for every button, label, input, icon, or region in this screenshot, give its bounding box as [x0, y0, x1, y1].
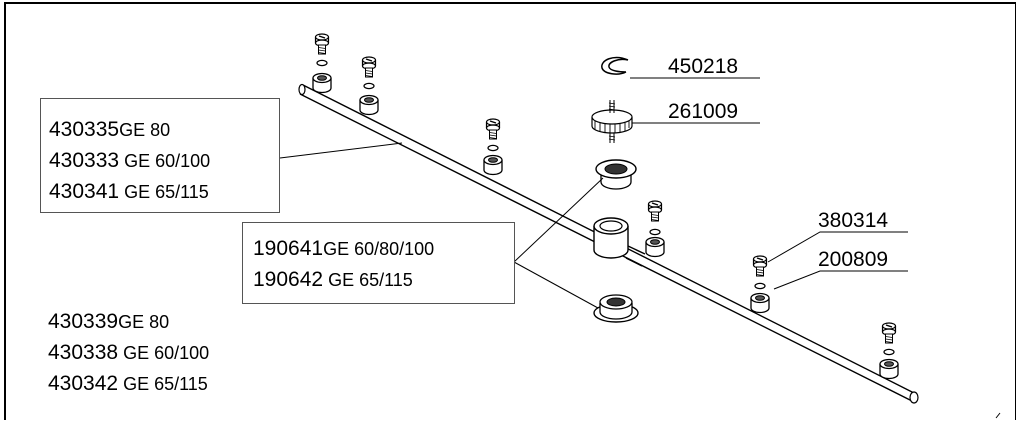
central-hub: [593, 217, 646, 267]
part-spec: GE 60/100: [119, 151, 211, 171]
leader-lines: [279, 77, 908, 309]
part-code: 430339: [48, 310, 119, 333]
main-tube-part-box: 430335GE 80 430333 GE 60/100 430341 GE 6…: [40, 98, 280, 213]
clip-part: [601, 56, 629, 75]
part-spec: GE 60/100: [118, 343, 210, 363]
leader-200809: [773, 270, 908, 290]
bottom-list-row: 430342 GE 65/115: [48, 373, 208, 394]
leader-380314: [767, 231, 908, 263]
leader-main-tube: [279, 142, 403, 159]
leader-lower-bushing: [513, 261, 599, 309]
part-spec: GE 65/115: [119, 182, 209, 202]
label-200809: 200809: [818, 248, 889, 271]
label-261009: 261009: [668, 100, 739, 123]
upper-bushing: [595, 159, 637, 190]
part-code: 430335: [49, 118, 120, 141]
box-bushing-row: 190642 GE 65/115: [253, 269, 413, 290]
drawing-frame: [4, 2, 1016, 420]
lower-bushing: [593, 294, 639, 323]
bushing-part-box: 190641GE 60/80/100 190642 GE 65/115: [242, 222, 515, 304]
part-spec: GE 60/80/100: [323, 239, 435, 259]
part-code: 430342: [48, 372, 119, 395]
box-main-row: 430333 GE 60/100: [49, 150, 210, 171]
part-code: 430338: [48, 341, 119, 364]
label-380314: 380314: [818, 209, 889, 232]
part-spec: GE 80: [119, 120, 171, 140]
leader-upper-bushing: [513, 177, 604, 263]
corner-tick: [995, 412, 1001, 419]
knob-part: [591, 100, 633, 143]
part-spec: GE 65/115: [118, 374, 208, 394]
bottom-list-row: 430339GE 80: [48, 311, 169, 332]
part-code: 190641: [253, 237, 324, 260]
part-code: 430341: [49, 180, 120, 203]
label-450218: 450218: [668, 55, 739, 78]
bottom-list-row: 430338 GE 60/100: [48, 342, 209, 363]
box-bushing-row: 190641GE 60/80/100: [253, 238, 434, 259]
box-main-row: 430335GE 80: [49, 119, 170, 140]
part-spec: GE 80: [118, 312, 170, 332]
part-code: 190642: [253, 268, 324, 291]
part-spec: GE 65/115: [323, 270, 413, 290]
part-code: 430333: [49, 149, 120, 172]
box-main-row: 430341 GE 65/115: [49, 181, 209, 202]
